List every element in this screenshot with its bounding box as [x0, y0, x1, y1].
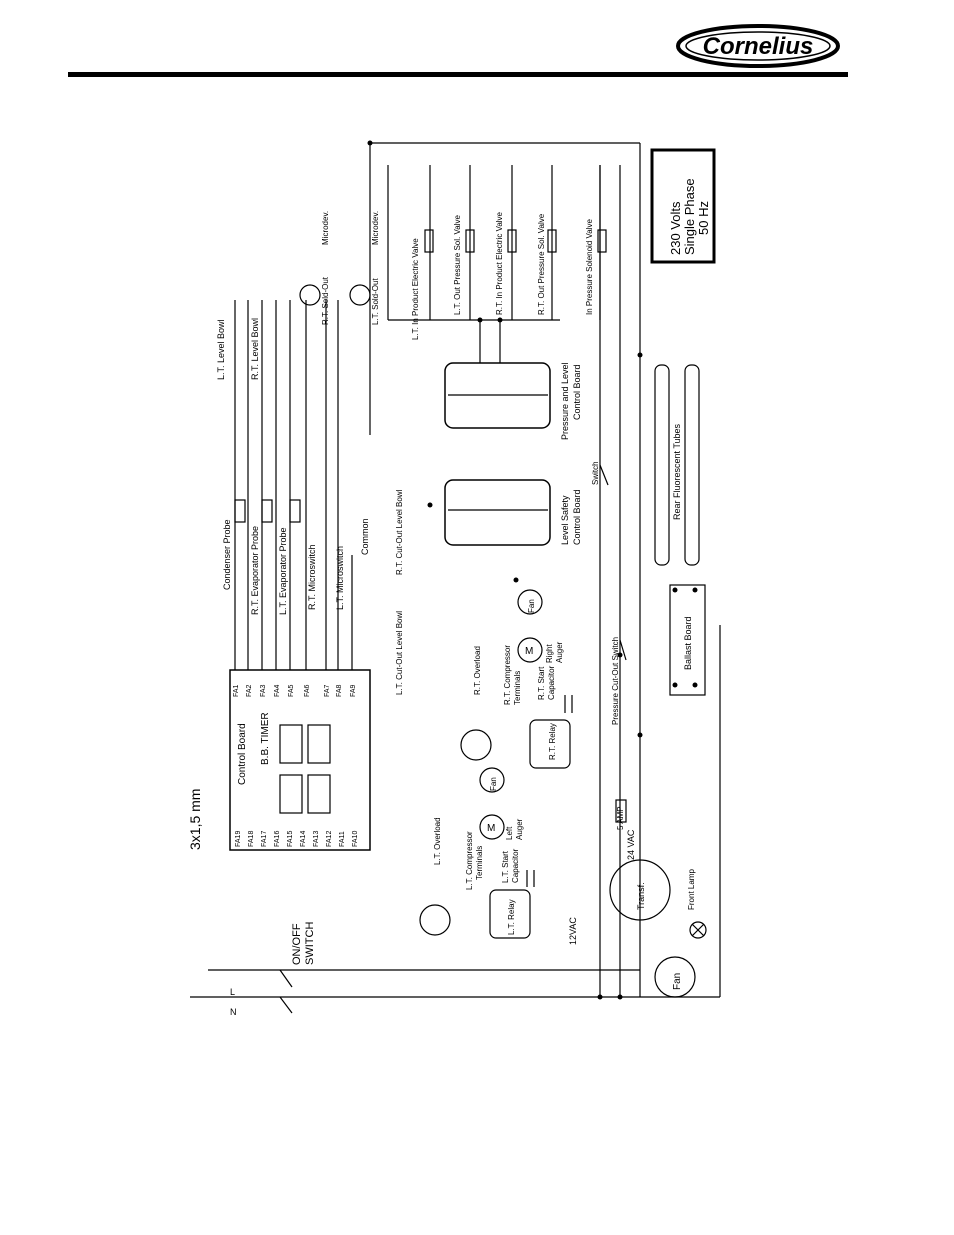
cornelius-logo: Cornelius: [676, 20, 846, 70]
valve-in-pressure: In Pressure Solenoid Valve: [585, 219, 594, 315]
rt-overload: R.T. Overload: [473, 646, 482, 695]
pressure-level-1: Pressure and Level: [560, 362, 570, 440]
pin-label-left: FA1: [233, 684, 240, 697]
bowl-rt: R.T. Level Bowl: [250, 318, 260, 380]
terminal-n: N: [230, 1007, 237, 1015]
v12-label: 12VAC: [568, 917, 578, 945]
pin-label-right: FA10: [352, 831, 359, 847]
v24-label: 24 VAC: [626, 829, 636, 860]
level-safety-2: Control Board: [572, 489, 582, 545]
rt-start: R.T. Start: [537, 666, 546, 700]
wiring-svg: 3x1,5 mm ON/OFF SWITCH 230 Volts Single …: [187, 140, 721, 1017]
sold-out-rt: R.T. Sold-Out: [321, 276, 330, 325]
fan-bottom: Fan: [672, 973, 683, 990]
fan-mid: Fan: [489, 777, 498, 791]
wiring-diagram: 3x1,5 mm ON/OFF SWITCH 230 Volts Single …: [180, 135, 740, 1020]
left-auger-2: Auger: [515, 818, 524, 840]
motor-right: M: [525, 646, 533, 657]
header-rule: [68, 72, 848, 77]
transformer-label: Transf.: [636, 882, 646, 910]
bowl-lt: L.T. Level Bowl: [216, 319, 226, 380]
pin-label-right: FA18: [248, 831, 255, 847]
sold-out-lt: L.T. Sold-Out: [371, 278, 380, 325]
brand-text: Cornelius: [703, 33, 814, 60]
pin-label-left: FA5: [288, 684, 295, 697]
valve-rt-out: R.T. Out Pressure Sol. Valve: [537, 213, 546, 315]
wire-size: 3x1,5 mm: [187, 789, 203, 850]
bowl-rt-cutout: R.T. Cut-Out Level Bowl: [395, 489, 404, 575]
pin-label-left: FA6: [304, 684, 311, 697]
lt-capacitor: Capacitor: [511, 848, 520, 883]
probe-common: Common: [360, 518, 370, 555]
switch-label-1: ON/OFF: [291, 923, 303, 965]
rt-capacitor: Capacitor: [547, 665, 556, 700]
front-lamp: Front Lamp: [687, 869, 696, 910]
pin-label-right: FA14: [300, 831, 307, 847]
lt-relay: L.T. Relay: [507, 899, 516, 935]
pin-label-right: FA12: [326, 831, 333, 847]
lt-compressor: L.T. Compressor: [465, 831, 474, 890]
control-board-title: Control Board: [237, 723, 248, 785]
switch-label: Switch: [591, 461, 600, 485]
pin-label-left: FA4: [274, 684, 281, 697]
fan-top: Fan: [527, 599, 536, 613]
switch-label-2: SWITCH: [304, 922, 316, 965]
fuse-label: 5 AMP: [616, 806, 625, 830]
pin-label-left: FA7: [324, 684, 331, 697]
power-spec-1: 230 Volts: [668, 201, 683, 255]
power-spec-2: Single Phase: [682, 178, 697, 255]
pin-label-right: FA16: [274, 831, 281, 847]
left-auger-1: Left: [505, 826, 514, 840]
probe-lt-evap: L.T. Evaporator Probe: [278, 527, 288, 615]
probe-lt-micro: L.T. Microswitch: [335, 546, 345, 610]
rt-relay: R.T. Relay: [548, 723, 557, 760]
microdev-1: Microdev.: [321, 211, 330, 245]
rear-tubes: Rear Fluorescent Tubes: [672, 423, 682, 520]
right-auger-2: Auger: [555, 641, 564, 663]
level-safety-1: Level Safety: [560, 495, 570, 545]
valve-rt-in: R.T. In Product Electric Valve: [495, 211, 504, 315]
rt-compressor: R.T. Compressor: [503, 645, 512, 705]
lt-overload: L.T. Overload: [433, 817, 442, 865]
right-auger-1: Right: [545, 644, 554, 663]
pin-label-right: FA13: [313, 831, 320, 847]
lt-terminals: Terminals: [475, 846, 484, 880]
pin-label-right: FA17: [261, 831, 268, 847]
motor-left: M: [487, 823, 495, 834]
probe-rt-evap: R.T. Evaporator Probe: [250, 526, 260, 615]
valve-lt-in: L.T. In Product Electric Valve: [411, 238, 420, 340]
pin-label-right: FA15: [287, 831, 294, 847]
pin-label-left: FA2: [246, 684, 253, 697]
timer-label: B.B. TIMER: [260, 712, 271, 765]
pin-label-right: FA19: [235, 831, 242, 847]
pin-label-left: FA9: [350, 684, 357, 697]
rt-terminals: Terminals: [513, 671, 522, 705]
microdev-2: Microdev.: [371, 211, 380, 245]
probe-condenser: Condenser Probe: [222, 519, 232, 590]
pin-label-left: FA8: [336, 684, 343, 697]
pressure-cutout: Pressure Cut-Out Switch: [611, 637, 620, 725]
pin-label-left: FA3: [260, 684, 267, 697]
bowl-lt-cutout: L.T. Cut-Out Level Bowl: [395, 611, 404, 695]
pin-label-right: FA11: [339, 831, 346, 847]
terminal-l: L: [230, 987, 235, 997]
valve-lt-out: L.T. Out Pressure Sol. Valve: [453, 215, 462, 315]
lt-start: L.T. Start: [501, 850, 510, 883]
probe-rt-micro: R.T. Microswitch: [307, 544, 317, 610]
pressure-level-2: Control Board: [572, 364, 582, 420]
power-spec-3: 50 Hz: [696, 201, 711, 235]
ballast-board: Ballast Board: [683, 616, 693, 670]
